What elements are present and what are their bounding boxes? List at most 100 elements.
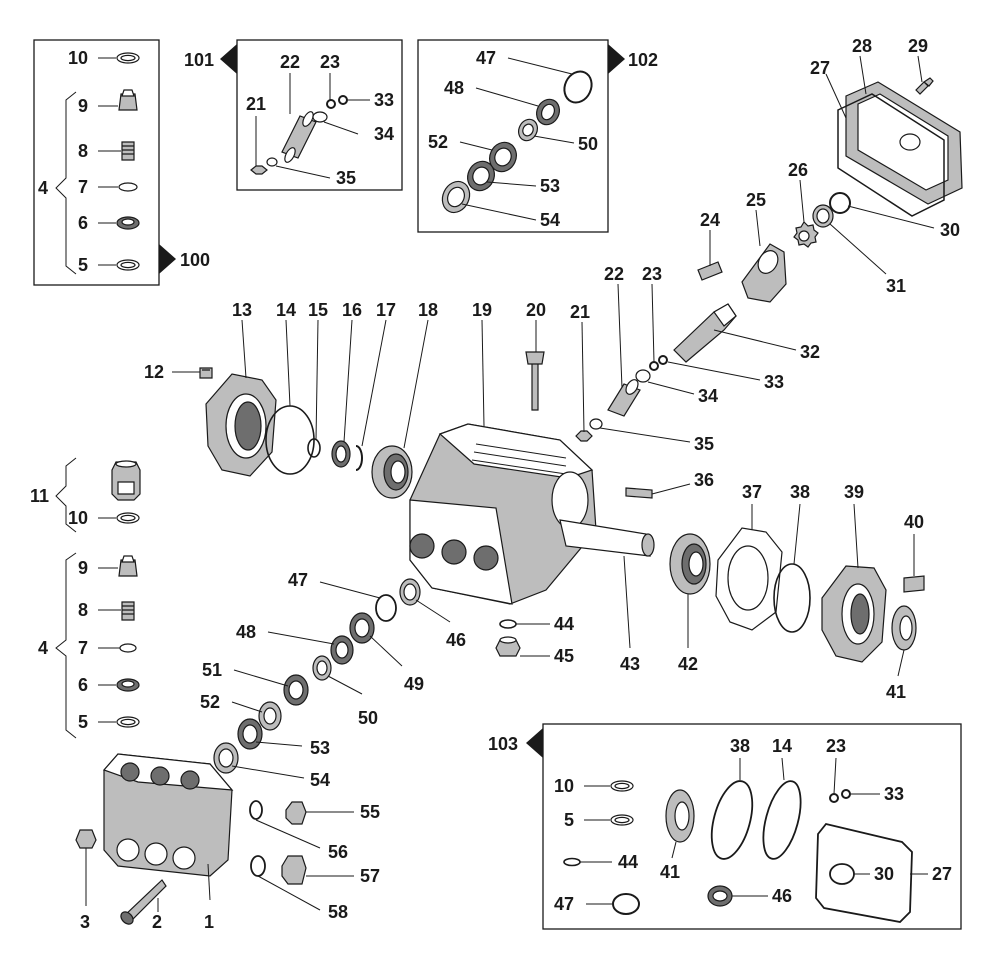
leader-38-center — [793, 503, 801, 565]
leader-49-stack — [369, 635, 403, 667]
label-14: 14 — [276, 300, 296, 320]
gasket-27-kit103 — [815, 822, 913, 923]
label-41: 41 — [660, 862, 680, 882]
label-36: 36 — [694, 470, 714, 490]
seal-16-hole — [335, 445, 347, 463]
washer-34-upper — [635, 369, 651, 383]
leader-16 — [343, 319, 353, 443]
oring-5-kit103-inner — [614, 816, 630, 824]
label-9: 9 — [78, 96, 88, 116]
label-49: 49 — [404, 674, 424, 694]
ring-15 — [307, 438, 321, 458]
leader-53-kit102 — [486, 181, 537, 187]
plunger-rod-32-head — [713, 303, 737, 327]
leader-27-top — [825, 73, 847, 119]
leader-31 — [829, 223, 887, 275]
label-43: 43 — [620, 654, 640, 674]
oring-33-kit103 — [841, 789, 851, 799]
leader-13 — [241, 319, 247, 379]
label-38: 38 — [790, 482, 810, 502]
label-17: 17 — [376, 300, 396, 320]
leader-41-kit103 — [671, 841, 677, 859]
label-4: 4 — [38, 178, 48, 198]
label-40: 40 — [904, 512, 924, 532]
label-13: 13 — [232, 300, 252, 320]
leader-34-kit101 — [323, 121, 359, 135]
label-8: 8 — [78, 141, 88, 161]
kit-box-100 — [33, 39, 160, 286]
ring-54-stack-hole — [218, 748, 234, 768]
key-36 — [625, 487, 653, 499]
label-28: 28 — [852, 36, 872, 56]
leader-39 — [853, 503, 859, 569]
kit-label-103: 103 — [488, 734, 518, 754]
leader-15 — [315, 319, 319, 441]
label-47: 47 — [288, 570, 308, 590]
plug-57 — [281, 855, 307, 885]
crankcase-19-bore-3 — [473, 545, 499, 571]
nut-21-kit101 — [250, 165, 268, 175]
oring-58 — [250, 855, 266, 877]
spring-8-kit100 — [121, 141, 135, 161]
kit-label-101: 101 — [184, 50, 214, 70]
label-23: 23 — [642, 264, 662, 284]
leader-23-kit103 — [833, 757, 837, 795]
screw-29 — [915, 77, 934, 95]
label-29: 29 — [908, 36, 928, 56]
label-53: 53 — [310, 738, 330, 758]
oring-30-kit103 — [829, 863, 855, 885]
leader-14-kit103 — [781, 757, 785, 781]
bearing-42-bore — [688, 551, 704, 577]
valve-cage-9-group4-top — [121, 555, 135, 563]
label-8: 8 — [78, 600, 88, 620]
leader-52-stack — [231, 701, 263, 713]
gasket-37-opening — [727, 545, 769, 611]
kit-marker-103 — [526, 728, 543, 758]
valve-plate-6-kit100-hole — [121, 218, 135, 226]
label-5: 5 — [78, 255, 88, 275]
bracket-group-4a — [55, 91, 77, 275]
leader-25 — [755, 209, 761, 247]
label-16: 16 — [342, 300, 362, 320]
oring-14-kit103 — [762, 780, 802, 860]
label-27: 27 — [932, 864, 952, 884]
seal-48-stack-hole — [335, 641, 349, 659]
leader-18 — [403, 319, 429, 449]
crankcase-19-bore-1 — [409, 533, 435, 559]
label-10: 10 — [68, 48, 88, 68]
oring-33-upper — [658, 355, 668, 365]
leader-46-stack — [415, 599, 451, 623]
seal-53-stack-hole — [242, 724, 258, 744]
sleeve-22-kit101-bottom — [284, 147, 296, 163]
seal-48-kit102-hole — [540, 103, 556, 121]
label-2: 2 — [152, 912, 162, 932]
leader-30-top — [847, 205, 935, 229]
label-52: 52 — [428, 132, 448, 152]
valve-cage-9-kit100 — [118, 93, 138, 111]
crankshaft-43-end — [641, 533, 655, 557]
valve-cage-9-group4 — [118, 559, 138, 577]
valve-seat-7-kit100 — [118, 182, 138, 192]
plug-3 — [75, 829, 97, 849]
crankcase-19-bore-2 — [441, 539, 467, 565]
label-20: 20 — [526, 300, 546, 320]
leader-53-stack — [255, 741, 303, 747]
label-33: 33 — [764, 372, 784, 392]
label-54: 54 — [310, 770, 330, 790]
label-9: 9 — [78, 558, 88, 578]
oring-44-kit103 — [563, 857, 581, 867]
leader-35-upper — [599, 427, 691, 443]
label-24: 24 — [700, 210, 720, 230]
label-21: 21 — [246, 94, 266, 114]
washer-35-kit101 — [266, 157, 278, 167]
bracket-group-4b — [55, 552, 77, 739]
seal-49-stack-hole — [354, 618, 370, 638]
leader-56 — [255, 819, 321, 849]
label-4: 4 — [38, 638, 48, 658]
label-53: 53 — [540, 176, 560, 196]
crankcase-19-fins — [471, 443, 567, 475]
leader-32 — [713, 329, 797, 351]
label-25: 25 — [746, 190, 766, 210]
label-7: 7 — [78, 177, 88, 197]
sleeve-22-upper-end — [625, 379, 639, 395]
